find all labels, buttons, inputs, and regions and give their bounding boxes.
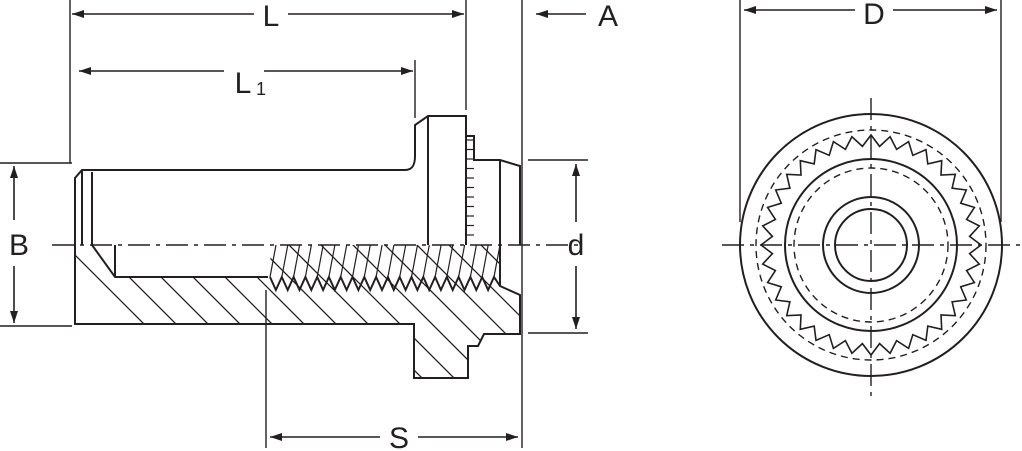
thread-line <box>340 244 348 278</box>
label-l1: L <box>235 67 252 100</box>
hatch-line <box>411 245 520 378</box>
thread-line <box>281 244 289 278</box>
thread-profile <box>269 274 501 293</box>
label-d: d <box>568 229 585 262</box>
thread-line <box>469 244 477 278</box>
side-view <box>0 0 690 448</box>
thread-line <box>304 244 312 278</box>
thread-line <box>422 244 430 278</box>
hatch-line <box>540 240 690 390</box>
thread-line <box>351 244 360 278</box>
knurl-lines <box>466 139 474 236</box>
thread-line <box>375 244 383 278</box>
label-s: S <box>389 422 409 451</box>
thread-line <box>328 244 336 278</box>
thread-lines <box>269 244 501 278</box>
thread-line <box>316 244 324 278</box>
thread-line <box>493 244 501 278</box>
thread-line <box>458 244 466 278</box>
thread-line <box>410 244 419 278</box>
shank-top-outline <box>74 115 521 245</box>
hatch-line <box>155 245 307 378</box>
section-hatching <box>75 240 690 390</box>
hatch-line <box>315 245 467 378</box>
label-l1-subscript: 1 <box>256 79 266 99</box>
thread-line <box>269 244 277 278</box>
label-l: L <box>263 0 280 33</box>
hatch-line <box>283 245 435 378</box>
hatch-line <box>219 245 371 378</box>
label-big-d: D <box>863 0 885 31</box>
hatch-line <box>507 245 520 378</box>
end-view <box>722 0 1022 398</box>
thread-line <box>363 244 371 278</box>
hatch-line <box>251 245 403 378</box>
thread-line <box>481 244 489 278</box>
hatch-line <box>347 245 499 378</box>
thread-line <box>387 244 395 278</box>
hatch-line <box>475 245 520 378</box>
thread-line <box>293 244 301 278</box>
thread-line <box>446 244 454 278</box>
hatch-line <box>187 245 339 378</box>
label-b: B <box>9 229 29 262</box>
thread-line <box>399 244 407 278</box>
thread-line <box>434 244 442 278</box>
hatch-line <box>75 245 211 378</box>
counterbore-outline <box>91 244 268 278</box>
dimension-labels: L L 1 A D B d S <box>9 0 885 451</box>
hatch-line <box>123 245 275 378</box>
section-outline <box>74 245 521 379</box>
label-a: A <box>598 0 618 33</box>
